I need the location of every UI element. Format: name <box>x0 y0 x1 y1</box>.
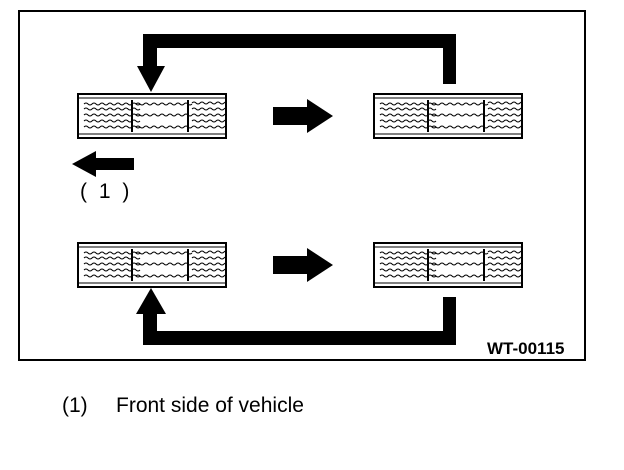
direction-arrow-icon-top <box>273 99 333 133</box>
tire-rear-left <box>77 242 227 288</box>
figure-code: WT-00115 <box>487 339 565 358</box>
rotation-arrow-icon-top <box>137 34 456 92</box>
reference-label-1: ( 1 ) <box>80 180 133 203</box>
front-side-arrow-icon <box>72 151 134 177</box>
tire-front-right <box>373 93 523 139</box>
tire-rear-right <box>373 242 523 288</box>
legend-text: Front side of vehicle <box>116 394 304 417</box>
direction-arrow-icon-bottom <box>273 248 333 282</box>
legend-number: (1) <box>62 394 88 417</box>
diagram-frame <box>18 10 586 361</box>
legend-item: (1) Front side of vehicle <box>62 394 304 418</box>
tire-front-left <box>77 93 227 139</box>
rotation-arrow-icon-bottom <box>136 288 456 345</box>
